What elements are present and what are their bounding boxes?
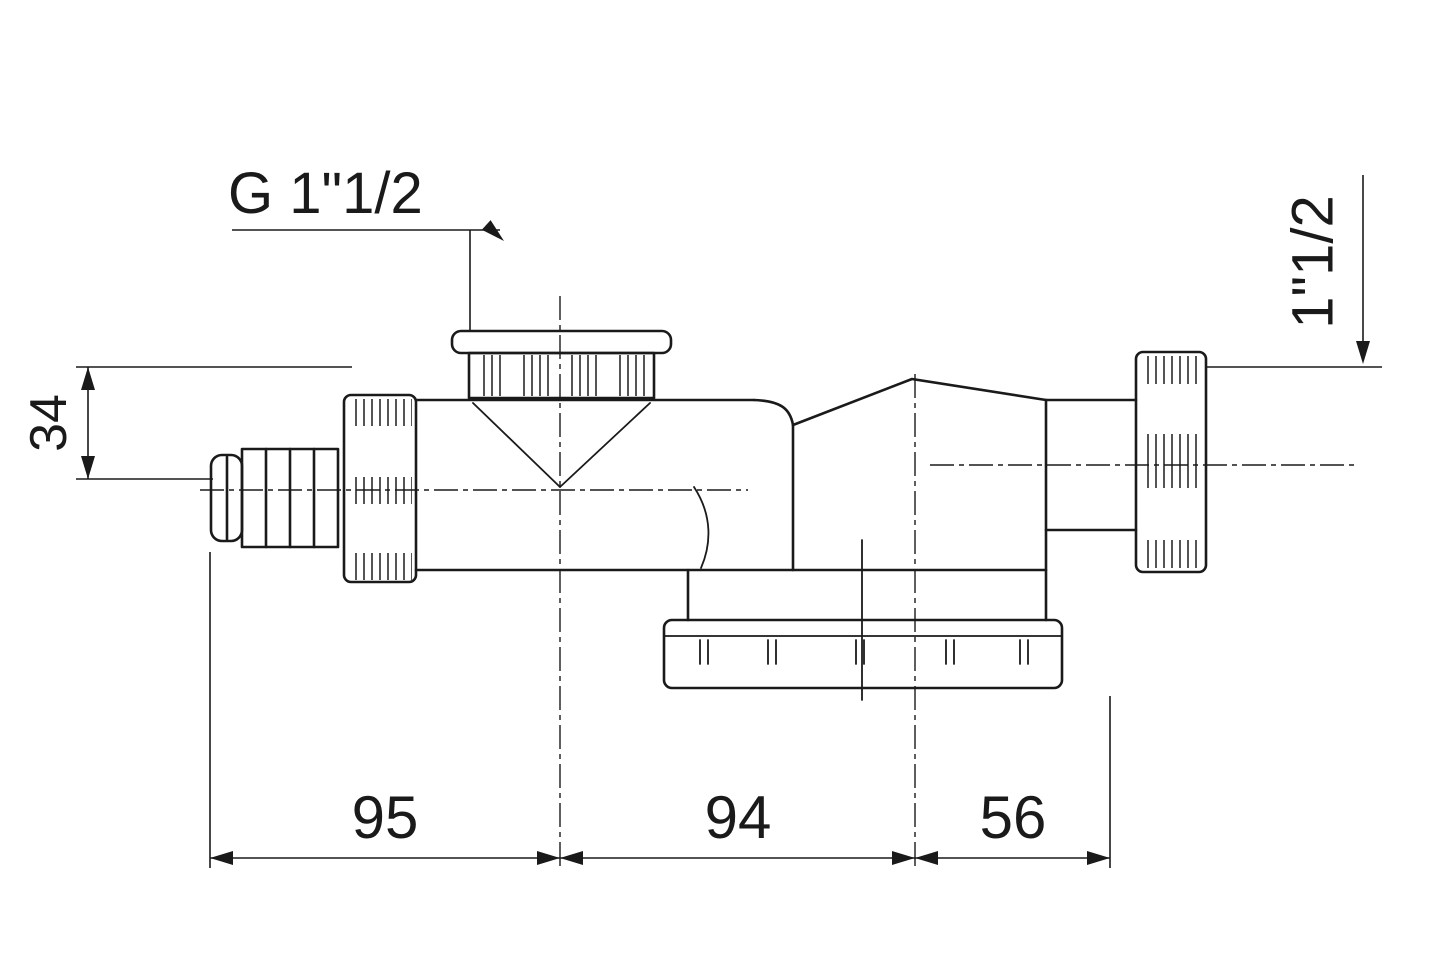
arrowheads [81, 220, 1370, 865]
dimension-34-label: 34 [20, 394, 78, 452]
fitting-outline [209, 329, 1208, 701]
elbow-inner-curve [693, 486, 710, 569]
elbow-outer-curve [752, 398, 795, 427]
knurl-texture [350, 355, 1203, 580]
body-top-peak [791, 377, 1048, 427]
right-nut [1134, 350, 1208, 574]
left-nut [342, 393, 418, 584]
top-cap-body [467, 351, 656, 400]
thread-label-right: 1"1/2 [1280, 195, 1345, 328]
leader-arrow [481, 220, 504, 241]
flange-slots [699, 639, 1029, 665]
dimension-56-label: 56 [980, 784, 1047, 851]
dimension-94-label: 94 [705, 784, 772, 851]
top-cap-flange [450, 329, 673, 355]
dimension-lines [76, 175, 1382, 868]
thread-label-top: G 1"1/2 [228, 161, 423, 226]
dimension-95-label: 95 [352, 784, 419, 851]
bottom-flange [662, 618, 1064, 690]
